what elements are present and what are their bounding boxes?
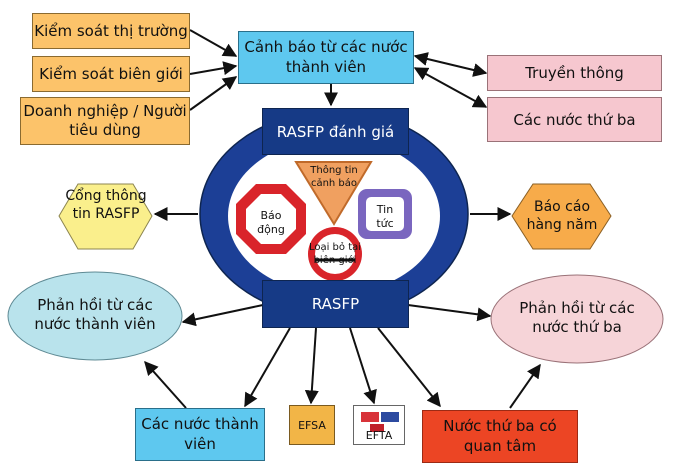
arrow-rasfp-to-efta: [349, 327, 377, 405]
efsa-logo: EFSA: [289, 405, 335, 445]
portal-hexagon: [58, 183, 153, 250]
arrow-media-alerts: [413, 52, 488, 77]
business-consumer-box: Doanh nghiệp / Người tiêu dùng: [20, 97, 190, 145]
alarm-label: Báo động: [257, 209, 285, 236]
arrow-rasfp-to-interested: [377, 327, 441, 408]
efta-flag-red-2: [370, 424, 384, 432]
news-label: Tin tức: [376, 203, 394, 230]
efta-flag-red: [361, 412, 379, 422]
arrow-members-to-feedback: [144, 360, 187, 409]
border-removal-label: Loại bỏ tại biên giới: [308, 242, 362, 266]
border-removal-circle-inner: [315, 234, 355, 274]
efta-logo: EFTA: [353, 405, 405, 445]
arrow-interested-to-feedback: [509, 363, 541, 409]
portal-label: Cổng thông tin RASFP: [65, 188, 147, 222]
arrow-rasfp-to-members: [244, 327, 291, 408]
efta-flag-blue: [381, 412, 399, 422]
annual-report-hexagon: [511, 183, 612, 250]
border-control-box: Kiểm soát biên giới: [32, 56, 190, 92]
rasfp-box: RASFP: [262, 280, 409, 328]
arrow-thirdcountries-alerts: [413, 67, 488, 108]
arrow-business-to-alerts: [189, 76, 238, 111]
member-countries-box: Các nước thành viên: [135, 408, 265, 461]
third-countries-box: Các nước thứ ba: [487, 97, 662, 142]
member-alerts-box: Cảnh báo từ các nước thành viên: [238, 31, 414, 84]
annual-report-label: Báo cáo hàng năm: [526, 199, 598, 233]
arrow-rasfp-to-efsa: [304, 327, 319, 405]
info-warning-triangle: [294, 161, 373, 226]
arrow-border-to-alerts: [189, 61, 238, 76]
alarm-stop-octagon-inner: [246, 194, 296, 244]
interested-third-box: Nước thứ ba có quan tâm: [422, 410, 578, 463]
rasfp-assess-box: RASFP đánh giá: [262, 108, 409, 155]
info-warning-label: Thông tin cảnh báo: [310, 165, 358, 189]
feedback-third-label: Phản hồi từ các nước thứ ba: [519, 299, 635, 336]
arrow-market-to-alerts: [189, 29, 238, 57]
arrow-rasfp-to-feedback-third: [407, 304, 492, 322]
news-square-inner: [366, 197, 404, 231]
feedback-members-label: Phản hồi từ các nước thành viên: [34, 296, 156, 333]
media-box: Truyền thông: [487, 55, 662, 91]
market-control-box: Kiểm soát thị trường: [32, 13, 190, 49]
arrow-rasfp-to-feedback-members: [181, 304, 264, 327]
